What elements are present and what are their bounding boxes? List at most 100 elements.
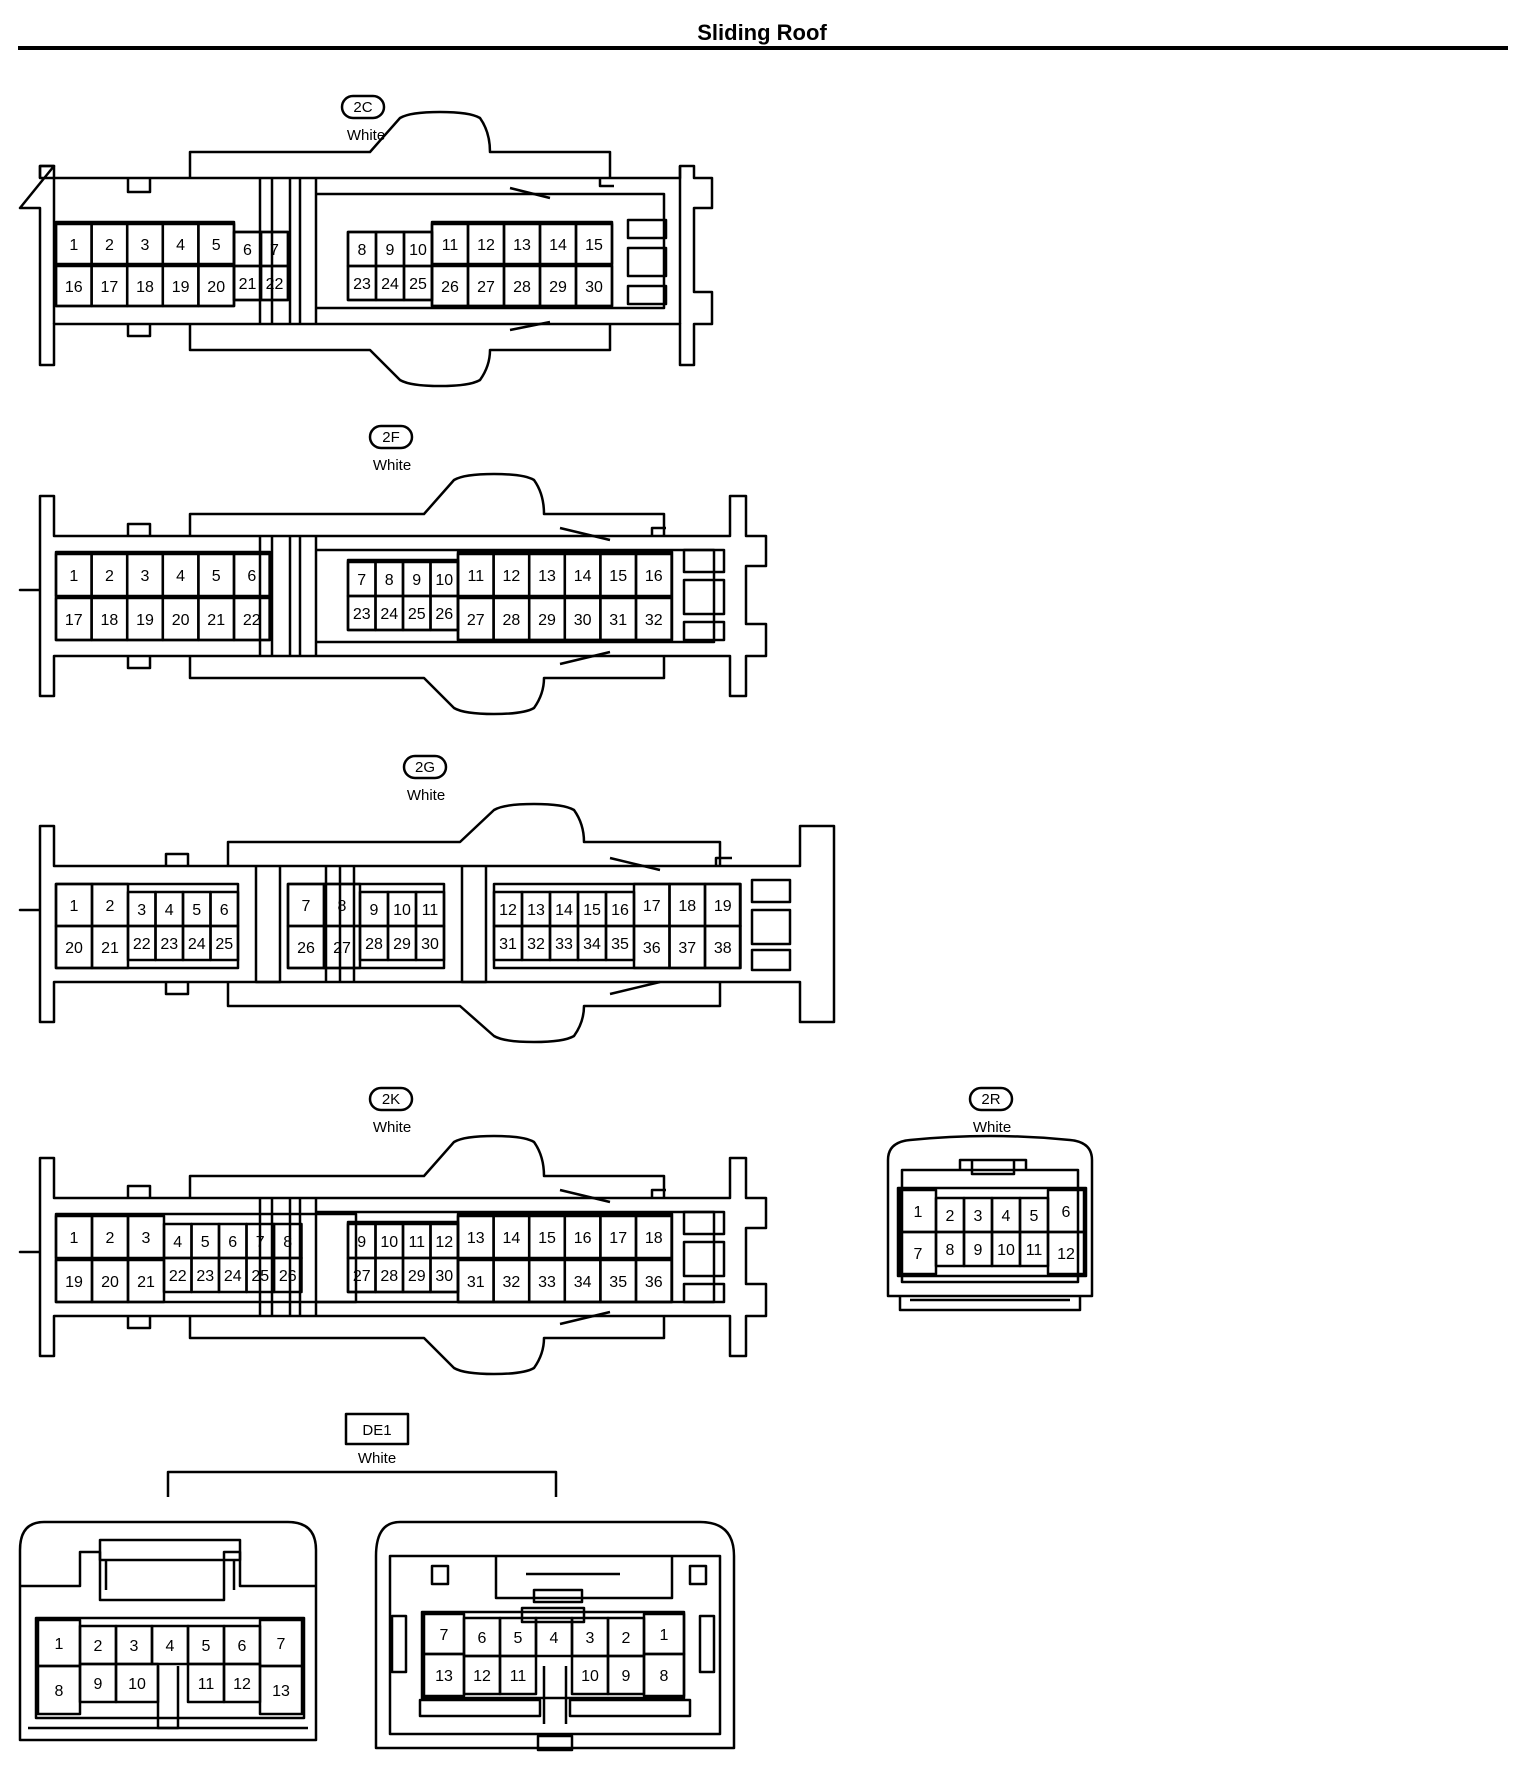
connector-2g-pin-cell — [209, 924, 240, 962]
connector-2f-pin-number: 2 — [105, 568, 114, 585]
connector-2c-pin-number: 8 — [358, 242, 367, 259]
title-rule — [18, 46, 1508, 50]
connector-2g-pin-number: 4 — [165, 902, 174, 919]
connector-2g-pin-number: 7 — [302, 898, 311, 915]
connector-2c-pin-number: 24 — [381, 276, 399, 293]
connector-de1-left-pin-number: 7 — [277, 1636, 286, 1653]
connector-2k-pin-number: 36 — [645, 1274, 663, 1291]
connector-2k-pin-number: 24 — [224, 1268, 242, 1285]
connector-de1-right-pin-cell — [642, 1652, 686, 1698]
connector-2g-pin-number: 2 — [106, 898, 115, 915]
connector-2g-pin-cell — [414, 924, 446, 962]
bracket-de1 — [166, 1470, 558, 1497]
connector-de1-right-pin-number: 7 — [440, 1627, 449, 1644]
connector-2k-pin-cell — [272, 1256, 303, 1294]
label-box-de1 — [344, 1412, 410, 1446]
connector-2k-pin-number: 17 — [609, 1230, 627, 1247]
connector-de1-right-pin-cell — [498, 1654, 538, 1696]
housing-outline-2c — [18, 164, 714, 367]
connector-2k-pin-number: 9 — [357, 1234, 366, 1251]
connector-2g-pin-number: 32 — [527, 936, 545, 953]
connector-2f-pin-cell — [232, 552, 271, 598]
connector-2g-pin-number: 22 — [133, 936, 151, 953]
connector-id-2g: 2G — [415, 759, 435, 776]
connector-2f-pin-number: 3 — [141, 568, 150, 585]
connector-2k-pin-number: 32 — [503, 1274, 521, 1291]
connector-2k-pin-number: 13 — [467, 1230, 485, 1247]
connector-2k-pin-number: 12 — [435, 1234, 453, 1251]
connector-2k-pin-number: 18 — [645, 1230, 663, 1247]
connector-2c-pin-number: 22 — [266, 276, 284, 293]
connector-id-2r: 2R — [981, 1091, 1000, 1108]
connector-2g-pin-number: 5 — [192, 902, 201, 919]
connector-de1-right-pin-number: 6 — [478, 1630, 487, 1647]
connector-2f-pin-number: 24 — [380, 606, 398, 623]
connector-2c-pin-number: 3 — [141, 237, 150, 254]
connector-2c-pin-number: 4 — [176, 237, 185, 254]
connector-2g-pin-number: 24 — [188, 936, 206, 953]
connector-2f-pin-number: 5 — [212, 568, 221, 585]
connector-2c-pin-number: 11 — [442, 237, 459, 254]
label-pill-2k — [368, 1086, 414, 1112]
connector-2r-pin-cell — [1046, 1230, 1086, 1276]
connector-de1-right-pin-number: 8 — [660, 1668, 669, 1685]
connector-2k-pin-number: 26 — [279, 1268, 297, 1285]
connector-2k-pin-number: 14 — [503, 1230, 521, 1247]
connector-de1-right-pin-number: 3 — [586, 1630, 595, 1647]
connector-2k-pin-number: 28 — [380, 1268, 398, 1285]
connector-2k-pin-number: 5 — [201, 1234, 210, 1251]
connector-2g-pin-number: 6 — [220, 902, 229, 919]
connector-2f-pin-number: 11 — [467, 568, 484, 585]
connector-color-2f: White — [373, 457, 411, 474]
connector-2f-pin-number: 13 — [538, 568, 556, 585]
connector-2r-pin-number: 5 — [1030, 1208, 1039, 1225]
connector-2r-pin-number: 2 — [946, 1208, 955, 1225]
connector-2g-pin-number: 25 — [215, 936, 233, 953]
connector-2c-pin-number: 18 — [136, 279, 154, 296]
connector-2g-pin-number: 38 — [714, 940, 732, 957]
connector-2g-pin-number: 27 — [333, 940, 351, 957]
connector-2f-pin-number: 16 — [645, 568, 663, 585]
connector-2c-pin-number: 1 — [69, 237, 78, 254]
connector-2c-pin-number: 10 — [409, 242, 427, 259]
connector-2f-pin-number: 23 — [353, 606, 371, 623]
connector-2f-pin-number: 10 — [435, 572, 453, 589]
label-pill-2c — [340, 94, 386, 120]
connector-2r-pin-number: 1 — [914, 1204, 923, 1221]
connector-id-de1: DE1 — [362, 1422, 391, 1439]
connector-2f-pin-number: 21 — [207, 612, 225, 629]
connector-2k-pin-number: 35 — [609, 1274, 627, 1291]
connector-2k-pin-number: 21 — [137, 1274, 155, 1291]
connector-2f-pin-number: 15 — [609, 568, 627, 585]
connector-2f-pin-number: 27 — [467, 612, 485, 629]
connector-de1-left-pin-cell — [114, 1662, 160, 1704]
connector-2c-pin-number: 17 — [101, 279, 119, 296]
connector-2g-pin-number: 20 — [65, 940, 83, 957]
connector-2r-pin-number: 8 — [946, 1242, 955, 1259]
housing-right-de1 — [374, 1520, 736, 1750]
connector-2c-pin-number: 5 — [212, 237, 221, 254]
connector-2r-pin-number: 10 — [997, 1242, 1015, 1259]
page-title: Sliding Roof — [697, 20, 827, 45]
connector-2f-pin-number: 25 — [408, 606, 426, 623]
connector-2g-pin-number: 12 — [499, 902, 517, 919]
housing-outline-2f — [18, 494, 768, 698]
connector-id-2f: 2F — [382, 429, 400, 446]
connector-2c-pin-number: 30 — [585, 279, 603, 296]
connector-2g-pin-number: 36 — [643, 940, 661, 957]
connector-2g-pin-number: 28 — [365, 936, 383, 953]
connector-2k-pin-number: 3 — [142, 1230, 151, 1247]
connector-2f-pin-number: 8 — [385, 572, 394, 589]
connector-id-2c: 2C — [353, 99, 372, 116]
connector-2f-pin-number: 20 — [172, 612, 190, 629]
connector-2g-pin-number: 18 — [678, 898, 696, 915]
connector-2g-pin-number: 29 — [393, 936, 411, 953]
connector-2c-pin-number: 19 — [172, 279, 190, 296]
connector-de1-left-pin-number: 13 — [272, 1683, 290, 1700]
